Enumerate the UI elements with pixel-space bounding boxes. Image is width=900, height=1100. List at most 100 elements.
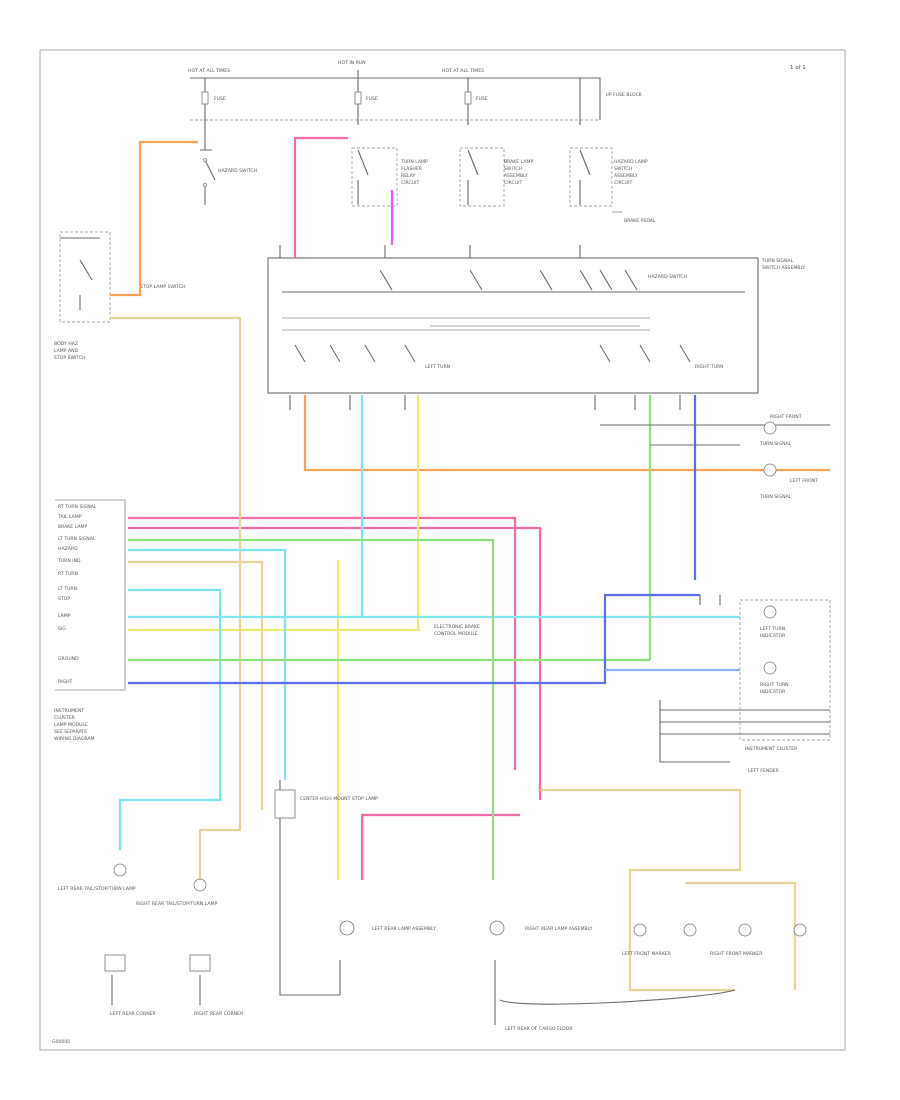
- left-rear-lamp-label: LEFT REAR TAIL/STOP/TURN LAMP: [58, 886, 136, 892]
- diagram-border: [39, 49, 846, 1051]
- wire-pink-lamp: [360, 813, 520, 880]
- module-row-label: TAIL LAMP: [57, 514, 82, 520]
- wire-blue-module: [128, 593, 700, 685]
- brake-switch-label-1: BRAKE LAMP: [504, 159, 533, 165]
- wire-green-lamp: [128, 538, 495, 880]
- stop-switch-header-2: LAMP AND: [54, 348, 79, 354]
- wire-tan-switch: [110, 316, 242, 890]
- right-lamp-assembly: RIGHT REAR LAMP ASSEMBLY: [525, 926, 593, 932]
- wires: [110, 136, 830, 992]
- brake-switch-label-3: ASSEMBLY: [504, 173, 528, 179]
- module-footer-2: CLUSTER: [54, 715, 76, 721]
- left-turn-indicator-2: INDICATOR: [760, 633, 786, 639]
- stop-switch-header-1: BODY HAZ: [54, 341, 78, 347]
- fuse-1-label: FUSE: [214, 96, 226, 102]
- module-row-label: TURN IND: [57, 558, 81, 564]
- hazard-switch-label: HAZARD SWITCH: [218, 168, 257, 174]
- turn-lamp-label-1: TURN LAMP: [400, 159, 428, 165]
- left-front-label-2: TURN SIGNAL: [759, 494, 792, 500]
- wire-tan-lamp: [128, 560, 264, 810]
- module-title-2: CONTROL MODULE: [434, 631, 478, 637]
- hot-accessory-label: HOT AT ALL TIMES: [442, 68, 484, 74]
- right-marker-label: RIGHT FRONT MARKER: [710, 951, 763, 957]
- high-mount-label: CENTER HIGH MOUNT STOP LAMP: [300, 796, 378, 802]
- fuse-1: [201, 91, 209, 105]
- right-rear-lamp-label: RIGHT REAR TAIL/STOP/TURN LAMP: [136, 901, 217, 907]
- left-marker-label: LEFT FRONT MARKER: [622, 951, 672, 957]
- module-row-label: STOP: [58, 596, 70, 602]
- fuse-3: [464, 91, 472, 105]
- page-reference: 1 of 1: [790, 65, 806, 71]
- module-row-label: RT TURN SIGNAL: [58, 504, 97, 510]
- fuse-2-label: FUSE: [366, 96, 378, 102]
- footer-code: G00000: [52, 1039, 70, 1045]
- switch-row: HAZARD SWITCH TURN LAMP FLASHER RELAY CI…: [200, 125, 656, 224]
- right-turn-indicator-2: INDICATOR: [760, 689, 786, 695]
- right-turn-indicator-1: RIGHT TURN: [760, 682, 789, 688]
- wire-pink-top: [293, 136, 348, 258]
- module-row-label: RIGHT: [58, 679, 73, 685]
- stop-switch-box-label: STOP LAMP SWITCH: [140, 284, 186, 290]
- brake-control-module: INSTRUMENT CLUSTER LAMP MODULE SEE SEPAR…: [54, 499, 480, 742]
- right-front-label-1: RIGHT FRONT: [770, 414, 802, 420]
- module-footer-3: LAMP MODULE: [54, 722, 88, 728]
- hazard-flasher-label-3: ASSEMBLY: [614, 173, 638, 179]
- module-row-label: BRAKE LAMP: [58, 524, 87, 530]
- wire-orange-bottom: [303, 395, 830, 472]
- left-turn-inner-label: LEFT TURN: [425, 364, 450, 370]
- hot-at-all-times-label: HOT AT ALL TIMES: [188, 68, 230, 74]
- turn-switch-title-2: SWITCH ASSEMBLY: [762, 265, 805, 271]
- right-turn-inner-label: RIGHT TURN: [695, 364, 724, 370]
- ground-left-label: LEFT REAR CORNER: [110, 1011, 157, 1017]
- module-row-label: LT TURN: [58, 586, 77, 592]
- module-row-label: LT TURN SIGNAL: [58, 536, 96, 542]
- module-row-label: GROUND: [58, 656, 79, 662]
- brake-pedal-note: BRAKE PEDAL: [624, 218, 656, 224]
- brake-switch-label-2: SWITCH: [504, 166, 522, 172]
- hazard-flasher-label-4: CIRCUIT: [614, 180, 632, 186]
- fuse-2: [354, 91, 362, 105]
- module-title-1: ELECTRONIC BRAKE: [434, 624, 480, 630]
- module-footer-1: INSTRUMENT: [54, 708, 84, 714]
- stop-switch-header-3: STOP SWITCH: [54, 355, 86, 361]
- hazard-switch-inner-label: HAZARD SWITCH: [648, 274, 687, 280]
- left-turn-indicator-1: LEFT TURN: [760, 626, 785, 632]
- ground-center-label: LEFT REAR OF CARGO FLOOR: [505, 1026, 573, 1032]
- module-row-label: RT TURN: [58, 571, 78, 577]
- stop-lamp-switch: STOP LAMP SWITCH BODY HAZ LAMP AND STOP …: [54, 231, 186, 361]
- left-lamp-assembly: LEFT REAR LAMP ASSEMBLY: [372, 926, 436, 932]
- turn-lamp-label-4: CIRCUIT: [401, 180, 419, 186]
- fuse-3-label: FUSE: [476, 96, 488, 102]
- brake-switch-label-4: CIRCUIT: [504, 180, 522, 186]
- black-wires: [279, 245, 830, 1005]
- module-footer-4: SEE SEPARATE: [54, 729, 87, 735]
- fuse-block-label: I/P FUSE BLOCK: [606, 92, 643, 98]
- instrument-cluster-label: INSTRUMENT CLUSTER: [745, 746, 798, 752]
- hot-in-run-label: HOT IN RUN: [338, 60, 366, 66]
- module-row-label: SIG: [58, 626, 66, 632]
- left-fender-ground: LEFT FENDER: [748, 768, 780, 774]
- hazard-flasher-label-2: SWITCH: [614, 166, 632, 172]
- hazard-flasher-label-1: HAZARD LAMP: [614, 159, 648, 165]
- turn-lamp-label-3: RELAY: [401, 173, 416, 179]
- wire-cyan-lamp2: [128, 548, 287, 780]
- module-rows: RT TURN SIGNAL TAIL LAMP BRAKE LAMP LT TURN…: [57, 504, 97, 685]
- turn-switch-title-1: TURN SIGNAL: [761, 258, 794, 264]
- module-row-label: HAZARD: [58, 546, 78, 552]
- wire-cyan-lamp: [118, 588, 222, 850]
- turn-lamp-label-2: FLASHER: [401, 166, 423, 172]
- module-row-label: LAMP: [58, 613, 71, 619]
- left-front-label-1: LEFT FRONT: [790, 478, 818, 484]
- fuse-block: HOT AT ALL TIMES HOT IN RUN HOT AT ALL T…: [188, 60, 643, 125]
- rear-lamps: LEFT REAR TAIL/STOP/TURN LAMP RIGHT REAR…: [58, 789, 807, 1032]
- wire-pink-tail: [128, 526, 542, 800]
- right-front-label-2: TURN SIGNAL: [759, 441, 792, 447]
- wire-orange-top: [110, 140, 198, 297]
- wire-pink-module: [128, 516, 517, 770]
- right-components: RIGHT FRONT TURN SIGNAL LEFT FRONT TURN …: [739, 414, 831, 774]
- wire-tan-right: [540, 788, 742, 992]
- module-footer-5: WIRING DIAGRAM: [54, 736, 95, 742]
- turn-signal-switch-assembly: TURN SIGNAL SWITCH ASSEMBLY HAZARD SWITC…: [267, 257, 805, 394]
